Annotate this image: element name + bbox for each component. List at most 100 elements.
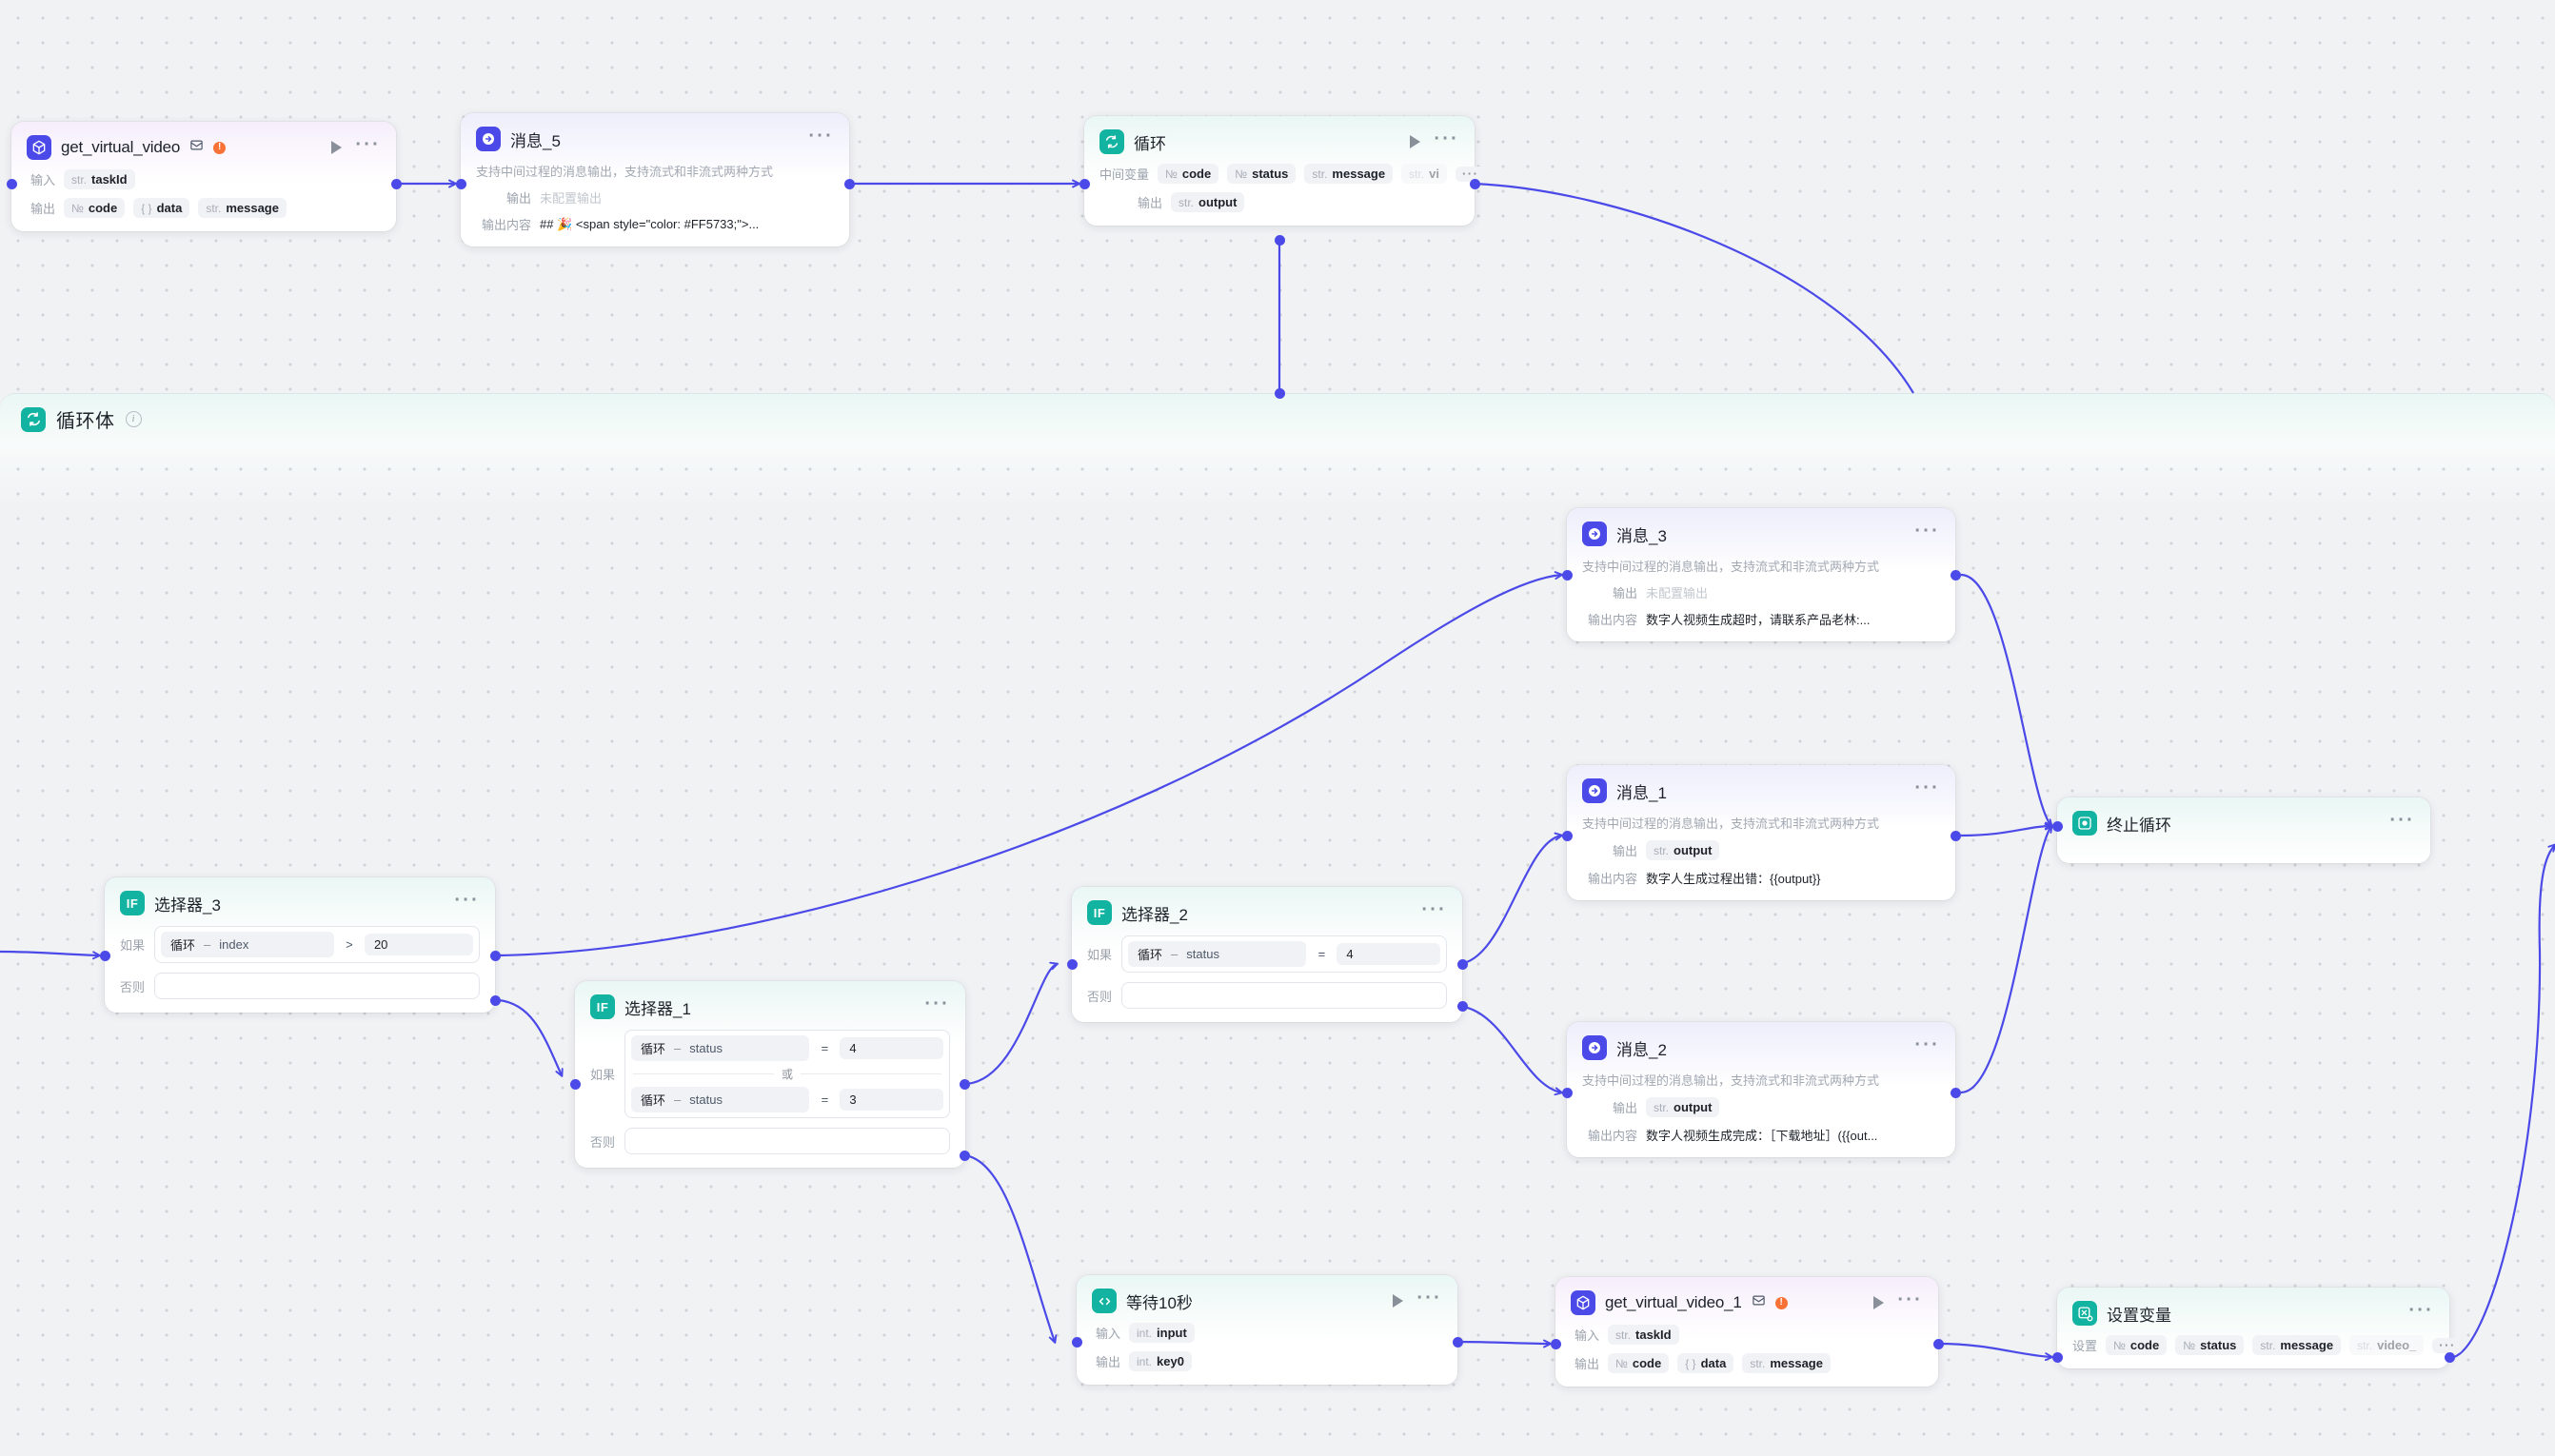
chip-video-truncated[interactable]: str.vi — [1401, 164, 1447, 184]
port-gvv1-in[interactable] — [1551, 1339, 1561, 1349]
condition-operator[interactable]: = — [821, 1041, 829, 1055]
port-gvv-in[interactable] — [7, 179, 17, 189]
node-selector-3[interactable]: IF 选择器_3 ··· 如果 循环 – index > 20 — [105, 877, 495, 1013]
node-get-virtual-video[interactable]: get_virtual_video ! ··· 输入 str.taskId 输出… — [11, 122, 396, 231]
join-operator-label[interactable]: 或 — [782, 1068, 794, 1081]
port-gvv-out[interactable] — [391, 179, 402, 189]
port-loop-out[interactable] — [1470, 179, 1480, 189]
port-msg1-in[interactable] — [1562, 831, 1573, 841]
chip-key0[interactable]: int.key0 — [1129, 1351, 1192, 1371]
chip-data[interactable]: { }data — [133, 198, 190, 218]
condition-operator[interactable]: = — [1317, 947, 1326, 961]
port-setvar-out[interactable] — [2445, 1352, 2455, 1363]
port-setvar-in[interactable] — [2052, 1352, 2063, 1363]
condition-value[interactable]: 4 — [840, 1037, 943, 1059]
port-stop-in[interactable] — [2052, 821, 2063, 832]
run-button[interactable] — [1410, 135, 1421, 148]
port-msg2-out[interactable] — [1951, 1088, 1961, 1098]
chip-taskid[interactable]: str.taskId — [64, 169, 135, 189]
node-get-virtual-video-1[interactable]: get_virtual_video_1 ! ··· 输入 str.taskId … — [1555, 1277, 1938, 1387]
node-message-2[interactable]: 消息_2 ··· 支持中间过程的消息输出，支持流式和非流式两种方式 输出 str… — [1567, 1022, 1955, 1157]
chip-message[interactable]: str.message — [2252, 1335, 2342, 1355]
chip-message[interactable]: str.message — [198, 198, 287, 218]
chip-output[interactable]: str.output — [1171, 192, 1245, 212]
chip-more-button[interactable]: ··· — [1455, 166, 1486, 182]
condition-box[interactable]: 循环 – status = 4 或 循环 – status — [624, 1030, 950, 1118]
port-msg2-in[interactable] — [1562, 1088, 1573, 1098]
more-menu-button[interactable]: ··· — [454, 890, 480, 911]
port-msg5-out[interactable] — [844, 179, 855, 189]
more-menu-button[interactable]: ··· — [924, 994, 950, 1014]
chip-more-button[interactable]: ··· — [2432, 1337, 2463, 1353]
run-button[interactable] — [1393, 1294, 1404, 1308]
condition-variable[interactable]: 循环 – status — [631, 1087, 810, 1112]
more-menu-button[interactable]: ··· — [808, 126, 834, 147]
chip-input[interactable]: int.input — [1129, 1323, 1195, 1343]
condition-value[interactable]: 3 — [840, 1089, 943, 1111]
chip-taskid[interactable]: str.taskId — [1608, 1325, 1679, 1345]
port-msg5-in[interactable] — [456, 179, 466, 189]
chip-output[interactable]: str.output — [1646, 840, 1720, 860]
mail-icon[interactable] — [189, 138, 204, 157]
port-loop-bottom[interactable] — [1275, 235, 1285, 246]
mail-icon[interactable] — [1752, 1293, 1766, 1312]
chip-data[interactable]: { }data — [1677, 1353, 1734, 1373]
info-icon[interactable]: i — [125, 411, 142, 427]
port-msg3-out[interactable] — [1951, 570, 1961, 580]
chip-video-truncated[interactable]: str.video_ — [2349, 1335, 2425, 1355]
port-sel3-in[interactable] — [100, 951, 110, 961]
condition-variable[interactable]: 循环 – status — [631, 1035, 810, 1061]
run-button[interactable] — [1873, 1296, 1885, 1309]
else-box[interactable] — [154, 973, 480, 999]
else-box[interactable] — [624, 1128, 950, 1154]
port-sel3-if-out[interactable] — [490, 951, 501, 961]
port-msg3-in[interactable] — [1562, 570, 1573, 580]
else-box[interactable] — [1121, 982, 1447, 1009]
condition-operator[interactable]: = — [821, 1092, 829, 1107]
node-selector-2[interactable]: IF 选择器_2 ··· 如果 循环 – status = 4 — [1072, 887, 1462, 1022]
warning-badge[interactable]: ! — [1774, 1296, 1788, 1309]
more-menu-button[interactable]: ··· — [1914, 1034, 1940, 1055]
port-sel2-if-out[interactable] — [1457, 959, 1468, 970]
port-msg1-out[interactable] — [1951, 831, 1961, 841]
more-menu-button[interactable]: ··· — [1914, 521, 1940, 541]
chip-output[interactable]: str.output — [1646, 1097, 1720, 1117]
port-sel2-else-out[interactable] — [1457, 1001, 1468, 1012]
condition-box[interactable]: 循环 – status = 4 — [1121, 935, 1447, 973]
chip-message[interactable]: str.message — [1742, 1353, 1831, 1373]
port-loop-in[interactable] — [1079, 179, 1090, 189]
node-message-3[interactable]: 消息_3 ··· 支持中间过程的消息输出，支持流式和非流式两种方式 输出 未配置… — [1567, 508, 1955, 641]
more-menu-button[interactable]: ··· — [2408, 1300, 2434, 1321]
port-wait-out[interactable] — [1453, 1337, 1463, 1348]
chip-message[interactable]: str.message — [1304, 164, 1394, 184]
port-wait-in[interactable] — [1072, 1337, 1082, 1348]
condition-box[interactable]: 循环 – index > 20 — [154, 926, 480, 963]
warning-badge[interactable]: ! — [213, 141, 227, 154]
more-menu-button[interactable]: ··· — [1416, 1288, 1442, 1308]
condition-operator[interactable]: > — [346, 937, 353, 952]
more-menu-button[interactable]: ··· — [1914, 777, 1940, 798]
node-wait-10s[interactable]: 等待10秒 ··· 输入 int.input 输出 int.key0 — [1077, 1275, 1457, 1385]
condition-variable[interactable]: 循环 – index — [161, 932, 334, 957]
condition-value[interactable]: 20 — [364, 934, 473, 955]
node-selector-1[interactable]: IF 选择器_1 ··· 如果 循环 – status = 4 — [575, 981, 965, 1168]
port-loopbody-top[interactable] — [1275, 388, 1285, 399]
condition-value[interactable]: 4 — [1337, 943, 1440, 965]
more-menu-button[interactable]: ··· — [2389, 810, 2415, 831]
node-message-1[interactable]: 消息_1 ··· 支持中间过程的消息输出，支持流式和非流式两种方式 输出 str… — [1567, 765, 1955, 900]
port-gvv1-out[interactable] — [1933, 1339, 1944, 1349]
node-terminate-loop[interactable]: 终止循环 ··· — [2057, 797, 2430, 863]
port-sel2-in[interactable] — [1067, 959, 1078, 970]
condition-variable[interactable]: 循环 – status — [1128, 941, 1307, 967]
port-sel3-else-out[interactable] — [490, 995, 501, 1006]
port-sel1-else-out[interactable] — [960, 1151, 970, 1161]
port-sel1-if-out[interactable] — [960, 1079, 970, 1090]
node-message-5[interactable]: 消息_5 ··· 支持中间过程的消息输出，支持流式和非流式两种方式 输出 未配置… — [461, 113, 849, 246]
